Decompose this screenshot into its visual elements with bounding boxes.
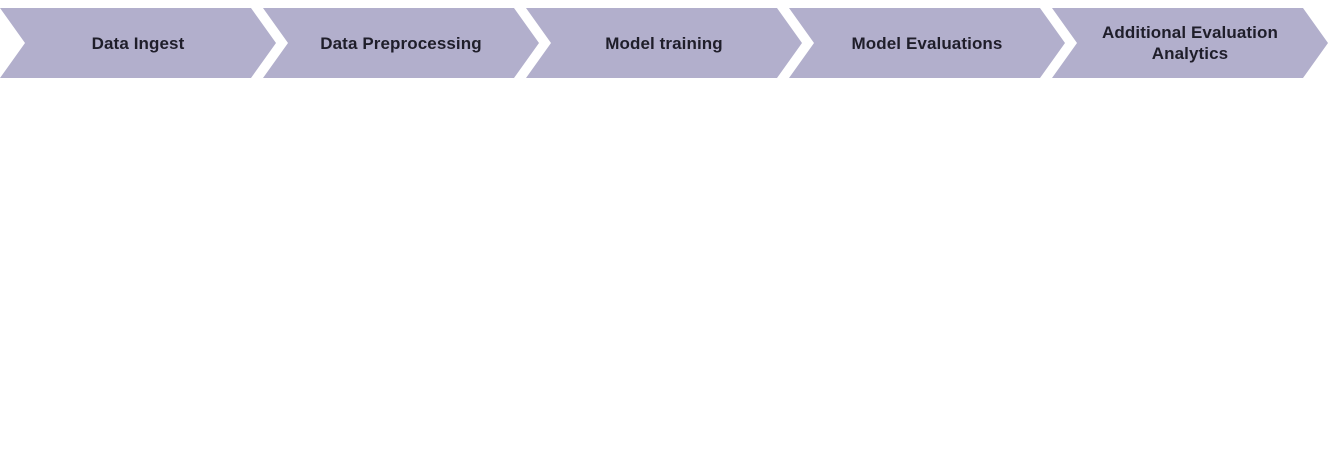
step-data-ingest-label: Data Ingest [91, 33, 185, 53]
step-additional-evaluation-analytics: Additional Evaluation Analytics [1052, 8, 1328, 78]
step-additional-evaluation-analytics-label: Additional Evaluation Analytics [1102, 23, 1278, 63]
step-model-evaluations: Model Evaluations [789, 8, 1065, 78]
step-model-evaluations-label: Model Evaluations [851, 33, 1003, 53]
step-model-training: Model training [526, 8, 802, 78]
step-data-ingest: Data Ingest [0, 8, 276, 78]
process-flow: Data Ingest Data Preprocessing Model tra… [0, 8, 1328, 78]
step-data-preprocessing-label: Data Preprocessing [320, 33, 482, 53]
step-model-training-label: Model training [605, 33, 723, 53]
step-data-preprocessing: Data Preprocessing [263, 8, 539, 78]
